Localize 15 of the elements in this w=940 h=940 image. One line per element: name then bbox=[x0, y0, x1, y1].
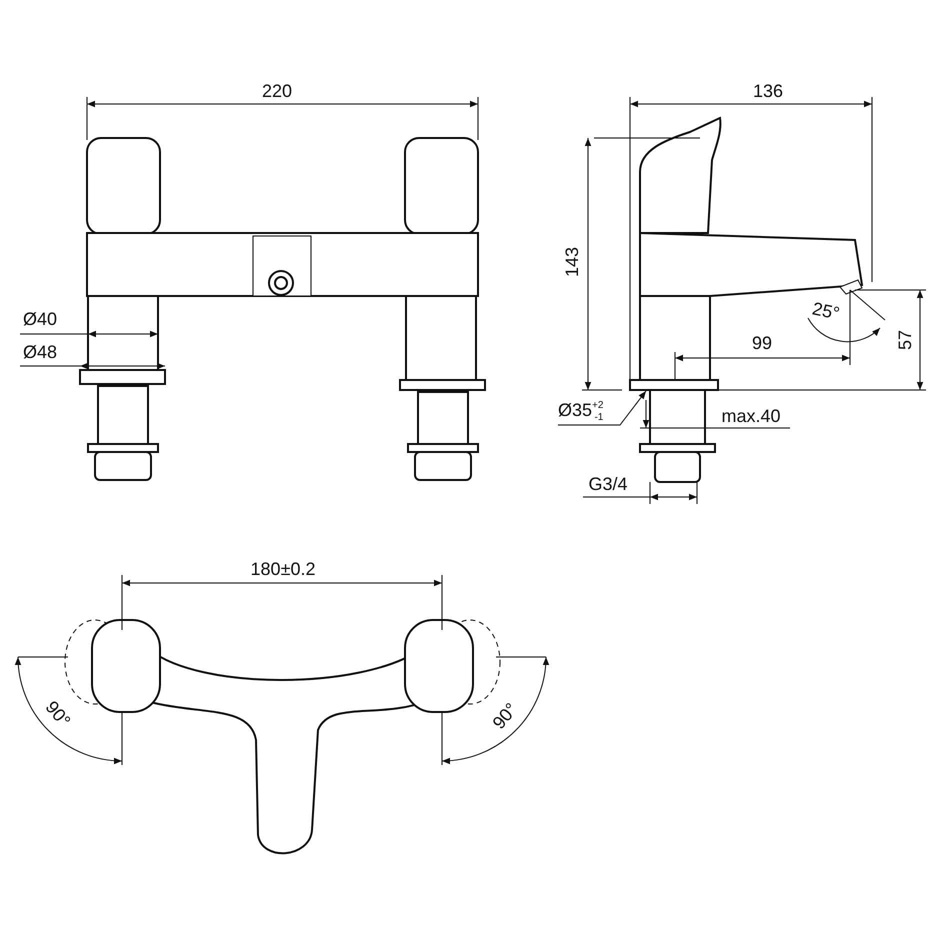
dimension-label: 90° bbox=[42, 698, 74, 730]
dimension-label: 99 bbox=[752, 334, 772, 352]
dimension-label: 90° bbox=[489, 700, 521, 732]
dimension-label: max.40 bbox=[721, 407, 781, 425]
dimension-label: 180±0.2 bbox=[250, 560, 316, 578]
dimension-label: 25° bbox=[810, 299, 842, 323]
dimension-label: Ø48 bbox=[22, 343, 58, 361]
flange-plate bbox=[629, 379, 719, 391]
dimension-label: 57 bbox=[896, 330, 914, 350]
dimension-label: G3/4 bbox=[588, 475, 628, 493]
dimension-label: 136 bbox=[752, 82, 784, 100]
leader-line bbox=[558, 390, 646, 426]
dimension-label: 220 bbox=[262, 82, 292, 100]
dimension-label: Ø40 bbox=[22, 310, 58, 328]
dimension-label: 143 bbox=[563, 246, 581, 278]
